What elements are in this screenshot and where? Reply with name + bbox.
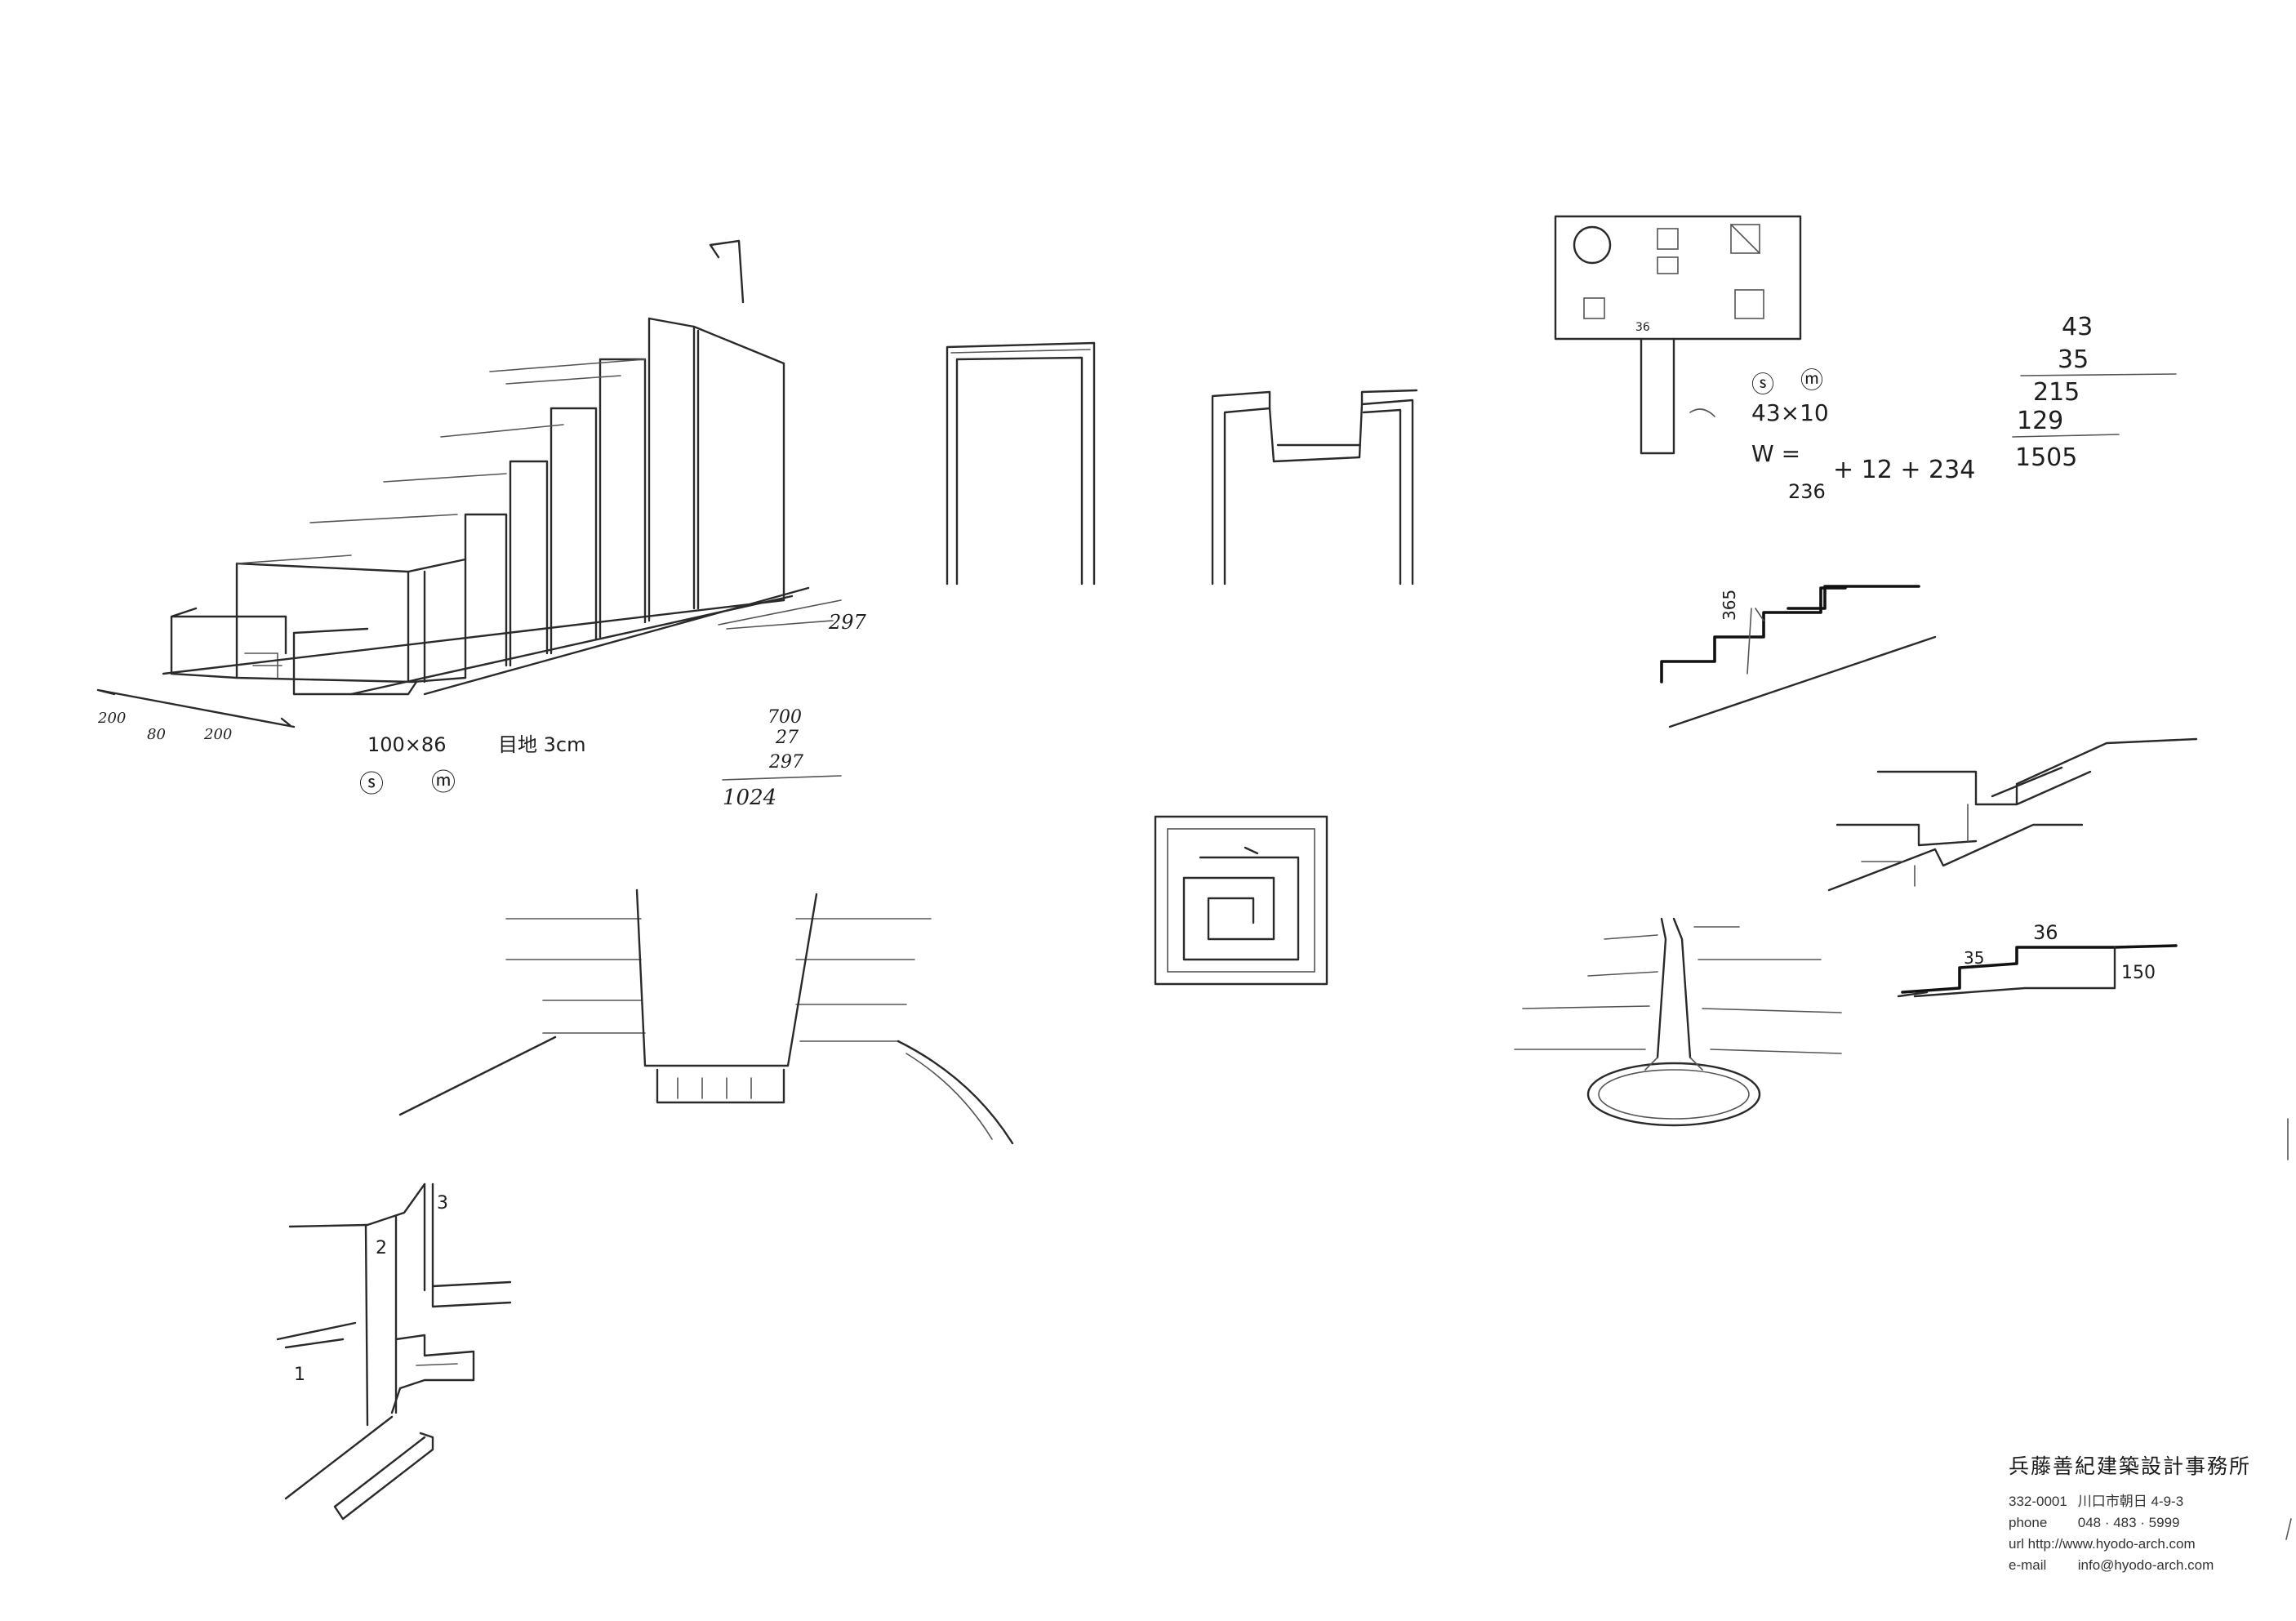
sum-line-1: 700: [768, 707, 802, 728]
dim-35: 35: [1964, 948, 1984, 968]
width-rest: + 12 + 234: [1833, 456, 1975, 484]
email-label: e-mail: [2009, 1557, 2047, 1573]
mult-result: 1505: [2015, 443, 2077, 472]
circled-mark-1: ⓢ: [1751, 371, 1774, 398]
width-a: 236: [1788, 480, 1826, 503]
address: 川口市朝日 4-9-3: [2077, 1494, 2184, 1509]
circled-mark-2: ⓜ: [1800, 367, 1823, 394]
circled-mark-2: ⓜ: [431, 768, 456, 797]
step-profile-sketch-1: 365: [1660, 585, 1937, 728]
mult-partial-1: 215: [2033, 378, 2080, 407]
portal-sketch: [946, 341, 1096, 586]
width-prefix: W =: [1751, 440, 1800, 467]
sum-line-2: 27: [775, 728, 799, 748]
url-label: url: [2009, 1536, 2024, 1552]
office-name: 兵藤善紀建築設計事務所: [2009, 1454, 2252, 1478]
stair-block-sketch: 200 80 200 297 100×86 目地 3cm ⓢ ⓜ 700 27 …: [96, 239, 867, 810]
sign-board-sketch: 36 ⓢ ⓜ 43×10 W = 236 + 12 + 234 43 35 21…: [1554, 215, 2177, 503]
dim-depth: 297: [828, 611, 867, 634]
phone-row: phone 048 · 483 · 5999: [2009, 1512, 2254, 1534]
sum-total: 1024: [723, 786, 776, 810]
corner-perspective-sketch: 1 2 3: [276, 1182, 512, 1521]
spiral-plan-sketch: [1154, 815, 1328, 986]
sum-line-3: 297: [768, 752, 803, 773]
area-calc: 43×10: [1751, 399, 1829, 426]
corner-label-1: 1: [294, 1365, 305, 1385]
obelisk-basin-sketch: [1514, 917, 1842, 1127]
postal-code: 332-0001: [2009, 1494, 2067, 1509]
mult-a: 43: [2062, 313, 2093, 341]
size-note: 100×86: [367, 733, 446, 756]
address-row: 332-0001 川口市朝日 4-9-3: [2009, 1491, 2254, 1512]
passage-perspective-sketch: [398, 888, 1014, 1145]
url-link[interactable]: http://www.hyodo-arch.com: [2027, 1536, 2196, 1552]
step-profile-sketch-2: 35 36 150: [1897, 921, 2178, 998]
url-row: url http://www.hyodo-arch.com: [2009, 1534, 2254, 1555]
label-36: 36: [1635, 321, 1650, 334]
email-row: e-mail info@hyodo-arch.com: [2009, 1555, 2254, 1576]
phone-number: 048 · 483 · 5999: [2077, 1515, 2180, 1530]
notched-portal-sketch: [1211, 389, 1418, 586]
phone-label: phone: [2009, 1515, 2048, 1530]
dim-right: 200: [203, 726, 232, 743]
dim-left: 200: [97, 710, 126, 727]
mult-partial-2: 129: [2017, 407, 2063, 435]
dim-36: 36: [2033, 921, 2058, 944]
crossing-steps-sketch: [1827, 737, 2198, 892]
material-note: 目地 3cm: [498, 733, 585, 756]
corner-label-3: 3: [437, 1193, 448, 1214]
circled-mark-1: ⓢ: [359, 770, 384, 799]
office-stamp: 兵藤善紀建築設計事務所 332-0001 川口市朝日 4-9-3 phone 0…: [2009, 1450, 2254, 1576]
dim-150: 150: [2121, 963, 2156, 983]
email-link[interactable]: info@hyodo-arch.com: [2077, 1557, 2214, 1573]
dim-365: 365: [1720, 590, 1739, 621]
mult-b: 35: [2058, 345, 2089, 374]
dim-mid: 80: [147, 726, 166, 743]
corner-label-2: 2: [376, 1238, 387, 1258]
edge-mark: [2285, 1118, 2292, 1540]
